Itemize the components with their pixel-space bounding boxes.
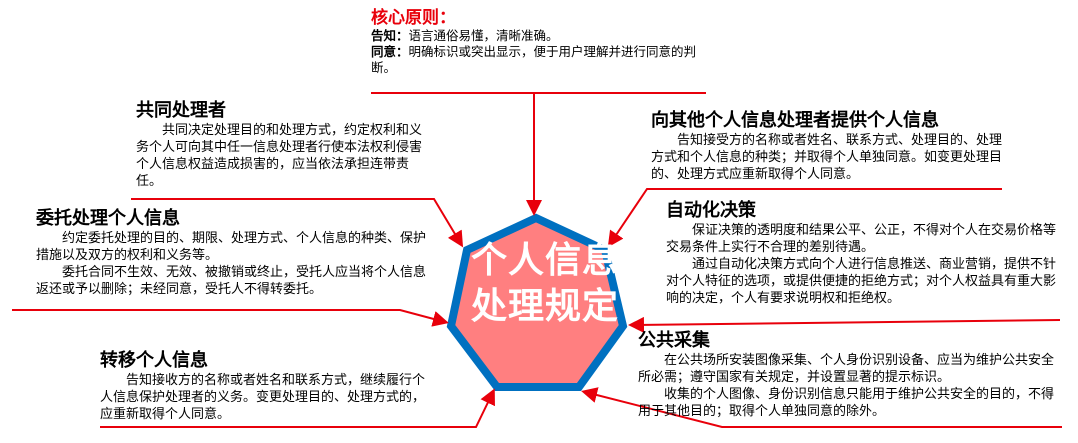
center-title-line2: 处理规定 [470, 286, 619, 327]
node-paragraph: 在公共场所安装图像采集、个人身份识别设备、应当为维护公共安全所必需；遵守国家有关… [638, 353, 1055, 385]
core-item-text: 语言通俗易懂，清晰准确。 [408, 28, 559, 43]
center-title-line1: 个人信息 [470, 240, 619, 281]
node-title: 自动化决策 [666, 200, 756, 221]
node-automated-decision: 自动化决策 保证决策的透明度和结果公平、公正，不得对个人在交易价格等交易条件上实… [666, 200, 1066, 307]
core-item-text: 明确标识或突出显示，便于用户理解并进行同意的判断。 [371, 44, 697, 75]
node-title: 委托处理个人信息 [36, 208, 180, 229]
node-paragraph: 告知接受方的名称或者姓名、联系方式、处理目的、处理方式和个人信息的种类；并取得个… [651, 133, 1003, 182]
core-item-label: 同意： [371, 44, 409, 59]
node-title: 向其他个人信息处理者提供个人信息 [651, 110, 939, 131]
node-joint-processor: 共同处理者 共同决定处理目的和处理方式，约定权利和义务个人可向其中任一信息处理者… [136, 100, 431, 190]
node-transfer: 转移个人信息 告知接收方的名称或者姓名和联系方式，继续履行个人信息保护处理者的义… [100, 350, 430, 423]
node-paragraph: 委托合同不生效、无效、被撤销或终止，受托人应当将个人信息返还或予以删除；未经同意… [36, 265, 427, 297]
node-provide-to-others: 向其他个人信息处理者提供个人信息 告知接受方的名称或者姓名、联系方式、处理目的、… [651, 110, 1006, 183]
node-public-collection: 公共采集 在公共场所安装图像采集、个人身份识别设备、应当为维护公共安全所必需；遵… [638, 330, 1063, 420]
node-paragraph: 共同决定处理目的和处理方式，约定权利和义务个人可向其中任一信息处理者行使本法权利… [136, 123, 423, 189]
center-title: 个人信息 处理规定 [455, 238, 635, 330]
core-item-inform: 告知：语言通俗易懂，清晰准确。 [371, 28, 711, 44]
node-paragraph: 通过自动化决策方式向个人进行信息推送、商业营销，提供不针对个人特征的选项，或提供… [666, 257, 1057, 306]
node-paragraph: 保证决策的透明度和结果公平、公正，不得对个人在交易价格等交易条件上实行不合理的差… [666, 223, 1057, 255]
node-paragraph: 收集的个人图像、身份识别信息只能用于维护公共安全的目的，不得用于其他目的；取得个… [638, 387, 1055, 419]
node-title: 公共采集 [638, 330, 710, 351]
core-item-consent: 同意：明确标识或突出显示，便于用户理解并进行同意的判断。 [371, 44, 711, 76]
core-principles-box: 核心原则： 告知：语言通俗易懂，清晰准确。 同意：明确标识或突出显示，便于用户理… [371, 8, 711, 76]
node-entrusted-processing: 委托处理个人信息 约定委托处理的目的、期限、处理方式、个人信息的种类、保护措施以… [36, 208, 434, 298]
node-paragraph: 告知接收方的名称或者姓名和联系方式，继续履行个人信息保护处理者的义务。变更处理目… [100, 373, 426, 422]
node-title: 共同处理者 [136, 100, 226, 121]
core-item-label: 告知： [371, 28, 409, 43]
node-title: 转移个人信息 [100, 350, 208, 371]
core-principles-title: 核心原则： [371, 8, 456, 28]
node-paragraph: 约定委托处理的目的、期限、处理方式、个人信息的种类、保护措施以及双方的权利和义务… [36, 231, 427, 263]
